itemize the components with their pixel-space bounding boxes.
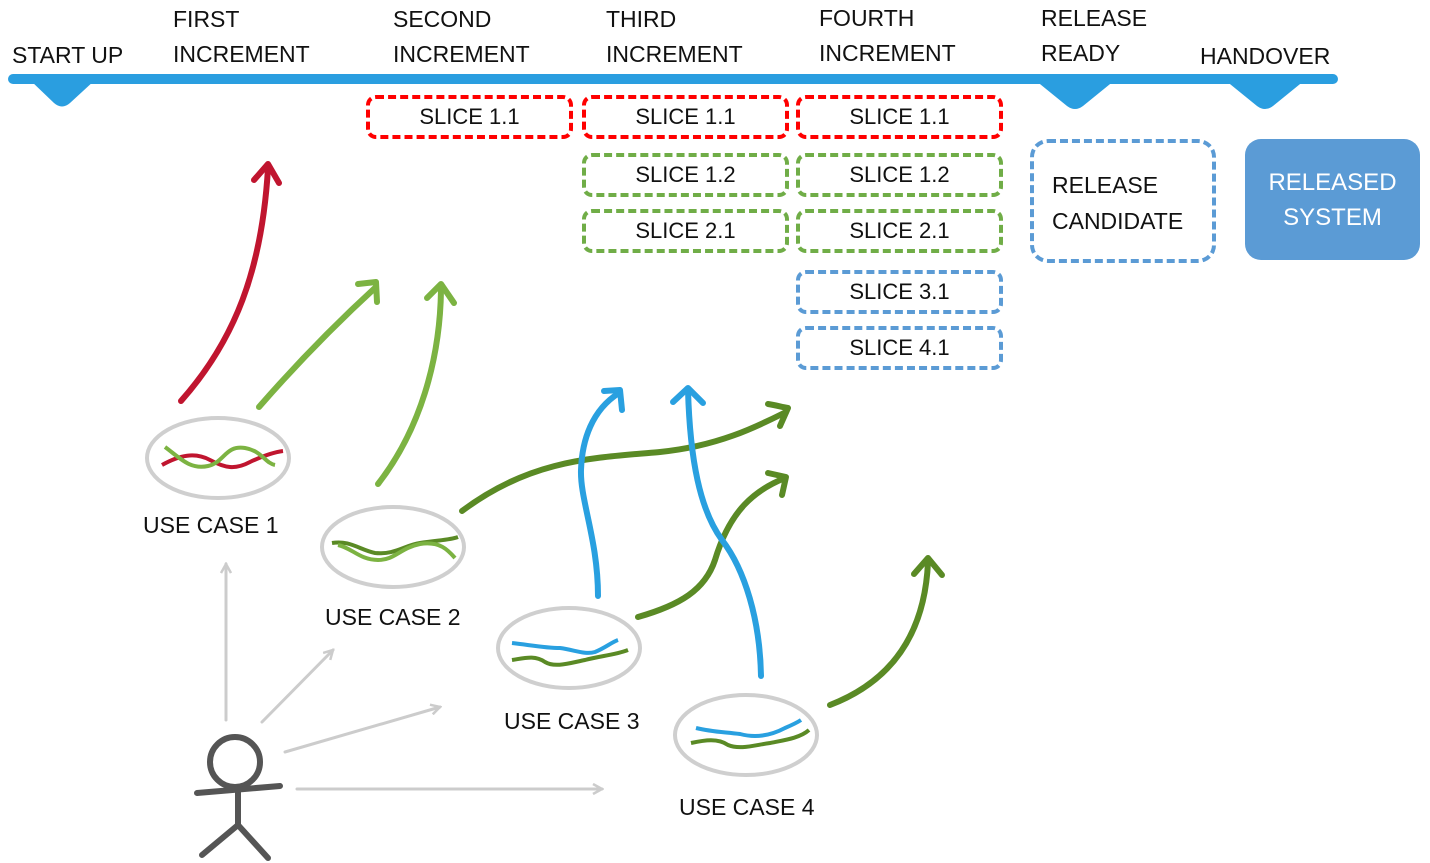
phase-release-ready: RELEASE READY <box>1041 5 1148 66</box>
arrow-uc2-second-increment <box>375 281 457 487</box>
phase-first-increment: FIRST INCREMENT <box>173 6 310 67</box>
phase-third-increment: THIRD INCREMENT <box>606 6 743 67</box>
use-case-3-label: USE CASE 3 <box>504 708 640 734</box>
arrow-uc3-fourth-increment <box>635 470 789 620</box>
timeline-bar <box>8 74 1338 84</box>
second-increment-slice-1-1[interactable]: SLICE 1.1 <box>366 95 573 139</box>
flow-arrows <box>178 161 945 708</box>
fourth-increment-slice-2-1[interactable]: SLICE 2.1 <box>796 209 1003 253</box>
phase-handover: HANDOVER <box>1200 43 1331 69</box>
connector-to-use-case-2 <box>260 650 333 724</box>
fourth-increment-slice-1-2[interactable]: SLICE 1.2 <box>796 153 1003 197</box>
use-case-1-label: USE CASE 1 <box>143 512 279 538</box>
use-case-3-ellipse[interactable] <box>496 606 642 690</box>
use-case-4-ellipse[interactable] <box>673 693 819 777</box>
fourth-increment-slice-3-1[interactable]: SLICE 3.1 <box>796 270 1003 314</box>
third-increment-slice-2-1[interactable]: SLICE 2.1 <box>582 209 789 253</box>
phase-start-up: START UP <box>12 42 124 68</box>
fourth-increment-slice-4-1[interactable]: SLICE 4.1 <box>796 326 1003 370</box>
fourth-increment-slice-1-1[interactable]: SLICE 1.1 <box>796 95 1003 139</box>
third-increment-slice-1-1[interactable]: SLICE 1.1 <box>582 95 789 139</box>
phase-second-increment: SECOND INCREMENT <box>393 6 530 67</box>
timeline <box>8 74 1338 109</box>
use-case-2-label: USE CASE 2 <box>325 604 461 630</box>
arrow-uc2-fourth-increment <box>459 401 791 514</box>
milestone-release-ready <box>1035 80 1115 109</box>
released-system-box[interactable]: RELEASED SYSTEM <box>1245 139 1420 260</box>
release-candidate-box[interactable]: RELEASE CANDIDATE <box>1030 139 1216 263</box>
milestone-handover <box>1225 80 1305 109</box>
use-case-1-ellipse[interactable] <box>145 416 291 500</box>
phase-fourth-increment: FOURTH INCREMENT <box>819 5 956 66</box>
stick-figure-icon <box>194 734 283 861</box>
connector-to-use-case-3 <box>283 707 440 754</box>
arrow-uc1-second-increment <box>256 279 380 410</box>
milestone-start-up <box>30 80 95 107</box>
use-case-2-ellipse[interactable] <box>320 505 466 589</box>
arrow-uc4-fourth-increment <box>827 555 945 708</box>
arrow-uc3-third-increment <box>577 387 625 599</box>
arrow-uc1-first-increment <box>178 161 282 404</box>
arrow-uc4-third-increment <box>670 385 764 679</box>
third-increment-slice-1-2[interactable]: SLICE 1.2 <box>582 153 789 197</box>
use-case-4-label: USE CASE 4 <box>679 794 815 820</box>
actor-connectors <box>226 564 602 789</box>
